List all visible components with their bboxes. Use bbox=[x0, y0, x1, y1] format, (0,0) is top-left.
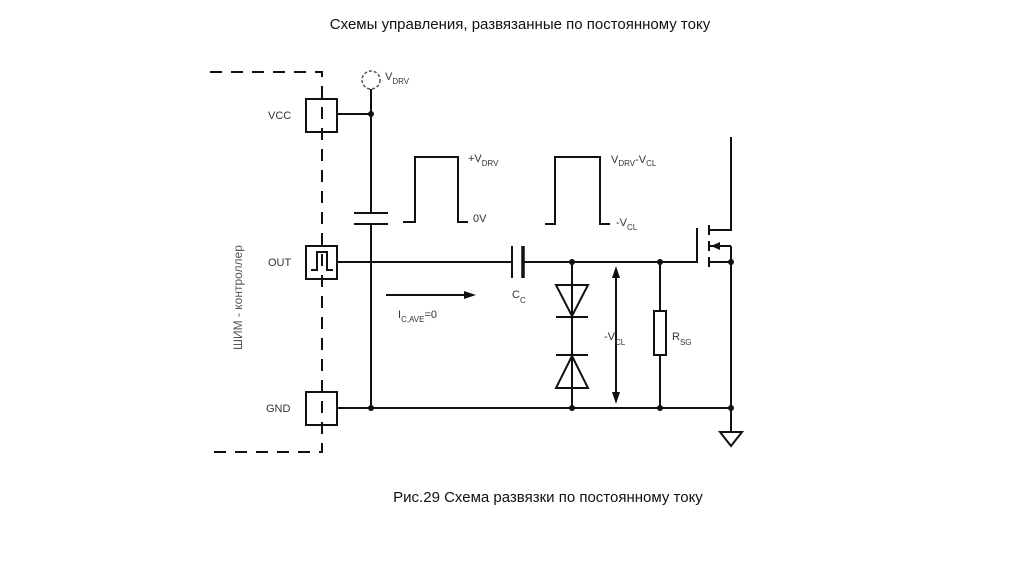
wave2-low-label: -VCL bbox=[616, 217, 638, 232]
slide-title: Схемы управления, развязанные по постоян… bbox=[329, 16, 711, 33]
gnd-label: GND bbox=[266, 403, 291, 415]
clamp-diodes bbox=[554, 262, 590, 408]
input-waveform bbox=[403, 156, 468, 223]
cc-label: CC bbox=[512, 289, 526, 305]
pulse-icon bbox=[311, 251, 333, 271]
current-label: IC,AVE=0 bbox=[398, 309, 437, 324]
arrowhead-icon bbox=[464, 291, 476, 299]
ground-symbol-icon bbox=[717, 431, 745, 448]
mosfet bbox=[696, 137, 732, 408]
vcc-pin bbox=[305, 98, 338, 133]
out-label: OUT bbox=[268, 257, 292, 269]
vdrv-terminal bbox=[361, 70, 381, 90]
wave2-high-label: VDRV-VCL bbox=[611, 154, 657, 168]
junction-dots bbox=[368, 111, 734, 411]
controller-label: ШИМ - контроллер bbox=[231, 245, 245, 350]
rsg-label: RSG bbox=[672, 331, 692, 347]
vcl-label: -VCL bbox=[604, 331, 626, 347]
vdrv-label: VDRV bbox=[385, 71, 410, 86]
figure-caption: Рис.29 Схема развязки по постоянному ток… bbox=[393, 489, 703, 506]
wave1-high-label: +VDRV bbox=[468, 153, 499, 168]
bypass-capacitor bbox=[354, 212, 388, 225]
vcc-label: VCC bbox=[268, 110, 291, 122]
wave1-low-label: 0V bbox=[473, 213, 487, 225]
controller-boundary bbox=[210, 71, 323, 453]
resistor-rsg bbox=[653, 310, 667, 356]
output-waveform bbox=[545, 156, 610, 225]
